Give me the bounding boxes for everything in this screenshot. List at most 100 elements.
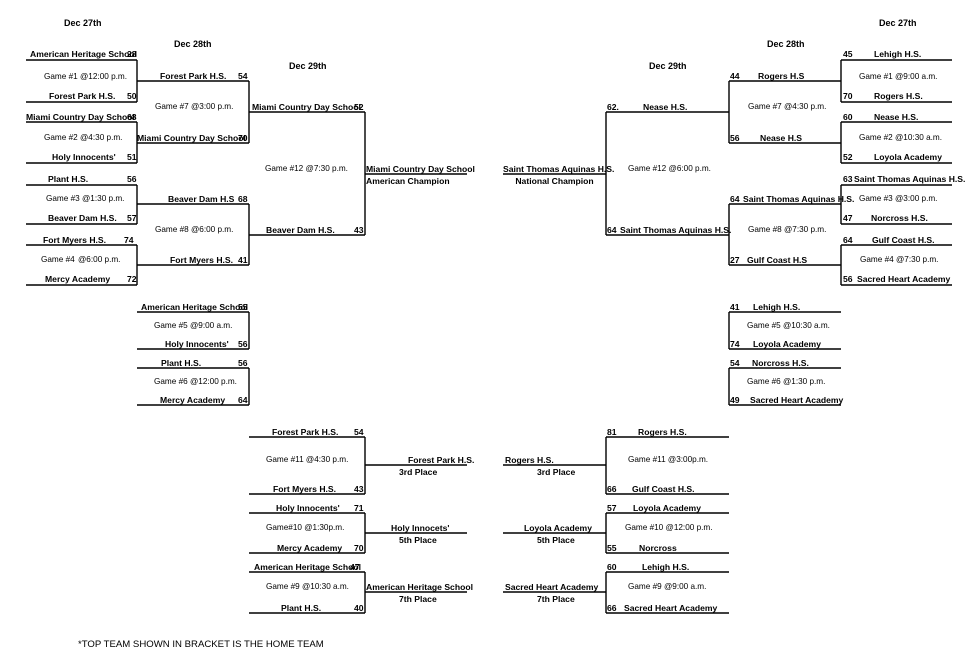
team-score: 57 [607, 503, 617, 513]
day-header: Dec 27th [879, 18, 917, 28]
game-label: Game #12 @7:30 p.m. [265, 164, 348, 173]
team-score: 57 [127, 213, 137, 223]
team-name: Saint Thomas Aquinas H.S. [854, 174, 966, 184]
place-label: 3rd Place [537, 467, 576, 477]
place-winner: Sacred Heart Academy [505, 582, 599, 592]
team-score: 74 [730, 339, 740, 349]
game-time: @4:30 p.m. [80, 133, 123, 142]
day-header: Dec 29th [649, 61, 687, 71]
team-score: 56 [730, 133, 740, 143]
team-name: Rogers H.S. [874, 91, 923, 101]
team-score: 51 [127, 152, 137, 162]
game-time: @7:30 p.m. [896, 255, 939, 264]
team-name: Saint Thomas Aquinas H.S. [743, 194, 855, 204]
team-score: 66 [607, 484, 617, 494]
place-label: 5th Place [537, 535, 575, 545]
team-name: Nease H.S. [643, 102, 688, 112]
team-name: Sacred Heart Academy [750, 395, 844, 405]
team-name: Gulf Coast H.S [747, 255, 808, 265]
team-name: Beaver Dam H.S. [48, 213, 117, 223]
team-name: Lehigh H.S. [753, 302, 801, 312]
team-name: Norcross H.S. [752, 358, 809, 368]
game-label: Game #5 @10:30 a.m. [747, 321, 830, 330]
team-score: 64 [730, 194, 740, 204]
game-label: Game #9 @10:30 a.m. [266, 582, 349, 591]
team-score: 68 [127, 112, 137, 122]
team-name: Loyola Academy [753, 339, 821, 349]
team-score: 60 [843, 112, 853, 122]
team-score: 60 [607, 562, 617, 572]
day-header: Dec 27th [64, 18, 102, 28]
game-label: Game #11 @4:30 p.m. [266, 455, 349, 464]
place-label: 5th Place [399, 535, 437, 545]
game-label: Game #3 [859, 194, 893, 203]
team-name: Norcross [639, 543, 677, 553]
champion-name: Saint Thomas Aquinas H.S. [503, 164, 615, 174]
game-time: @10:30 a.m. [895, 133, 942, 142]
game-label: Game #5 @9:00 a.m. [154, 321, 233, 330]
place-label: 7th Place [537, 594, 575, 604]
game-label: Game #7 @4:30 p.m. [748, 102, 827, 111]
place-label: 3rd Place [399, 467, 438, 477]
team-score: 44 [730, 71, 740, 81]
team-score: 56 [238, 358, 248, 368]
team-score: 54 [238, 71, 248, 81]
team-name: Gulf Coast H.S. [632, 484, 695, 494]
team-score: 64 [843, 235, 853, 245]
team-name: Miami Country Day School [137, 133, 246, 143]
game-label: Game #1 [859, 72, 893, 81]
team-name: American Heritage School [30, 49, 137, 59]
champion-title: National Champion [515, 176, 594, 186]
game-label: Game #2 [859, 133, 893, 142]
team-score: 41 [730, 302, 740, 312]
team-name: Sacred Heart Academy [857, 274, 951, 284]
team-name: Loyola Academy [874, 152, 942, 162]
place-winner: Forest Park H.S. [408, 455, 475, 465]
team-name: American Heritage School [141, 302, 248, 312]
team-name: Fort Myers H.S. [43, 235, 107, 245]
place-winner: Rogers H.S. [505, 455, 554, 465]
team-score: 55 [238, 302, 248, 312]
team-name: Norcross H.S. [871, 213, 928, 223]
game-label: Game #8 @6:00 p.m. [155, 225, 234, 234]
team-name: Loyola Academy [633, 503, 701, 513]
team-name: Plant H.S. [161, 358, 202, 368]
team-score: 63 [843, 174, 853, 184]
team-score: 54 [354, 427, 364, 437]
game-time: @12:00 p.m. [80, 72, 127, 81]
game-label: Game #6 @1:30 p.m. [747, 377, 826, 386]
game-time: @6:00 p.m. [78, 255, 121, 264]
place-winner: Holy Innocets' [391, 523, 450, 533]
team-score: 50 [127, 91, 137, 101]
team-score: 56 [127, 174, 137, 184]
place-winner: Loyola Academy [524, 523, 592, 533]
team-name: Forest Park H.S. [272, 427, 339, 437]
game-time: @3:00 p.m. [895, 194, 938, 203]
team-name: Fort Myers H.S. [170, 255, 234, 265]
game-label: Game #4 [860, 255, 894, 264]
team-name: Lehigh H.S. [874, 49, 922, 59]
game-label: Game #2 [44, 133, 78, 142]
team-name: Miami Country Day School [252, 102, 361, 112]
team-score: 47 [843, 213, 853, 223]
team-score: 45 [843, 49, 853, 59]
game-label: Game #7 @3:00 p.m. [155, 102, 234, 111]
day-header: Dec 28th [767, 39, 805, 49]
team-name: Plant H.S. [281, 603, 322, 613]
team-score: 70 [238, 133, 248, 143]
game-label: Game #3 [46, 194, 80, 203]
team-score: 81 [607, 427, 617, 437]
team-name: Forest Park H.S. [49, 91, 116, 101]
team-name: American Heritage School [254, 562, 361, 572]
game-label: Game #1 [44, 72, 78, 81]
team-name: Miami Country Day School [26, 112, 135, 122]
game-label: Game #4 [41, 255, 75, 264]
team-score: 47 [350, 562, 360, 572]
team-score: 52 [843, 152, 853, 162]
game-time: @1:30 p.m. [82, 194, 125, 203]
game-time: @9:00 a.m. [895, 72, 938, 81]
team-score: 68 [238, 194, 248, 204]
team-name: Lehigh H.S. [642, 562, 690, 572]
team-score: 43 [354, 225, 364, 235]
